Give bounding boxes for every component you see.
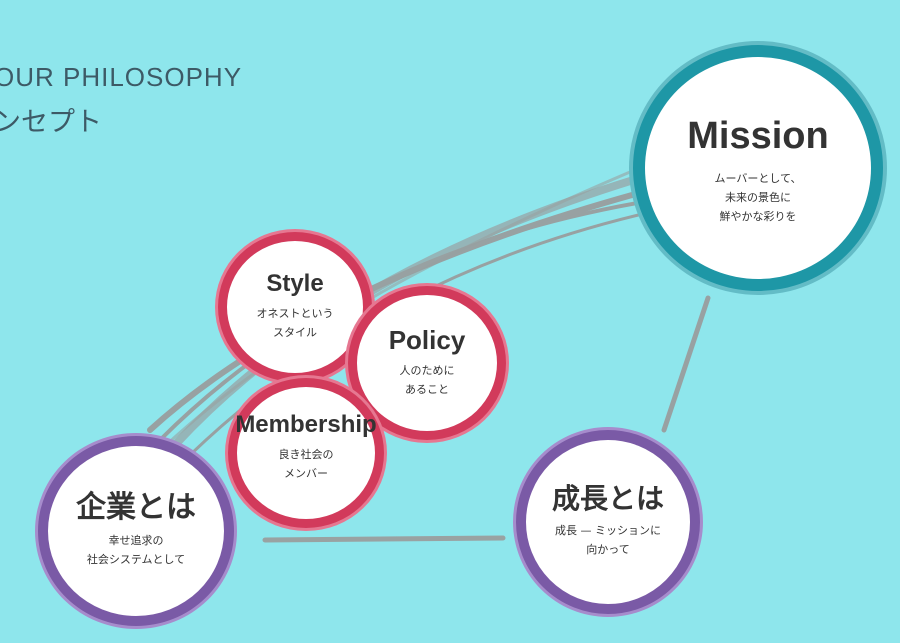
style-line: スタイル — [273, 326, 317, 339]
policy-title: Policy — [388, 325, 466, 355]
concept-heading: ンセプト — [0, 107, 102, 138]
mission-line: 未来の景色に — [724, 190, 791, 204]
company-circle: 企業とは 幸せ追求の 社会システムとして — [38, 436, 234, 626]
company-line: 幸せ追求の — [108, 534, 164, 547]
style-title: Style — [266, 270, 324, 297]
membership-circle: Membership 良き社会の メンバー — [228, 378, 384, 528]
growth-line: 向かって — [586, 543, 630, 556]
company-title: 企業とは — [76, 490, 196, 525]
membership-description: 良き社会の メンバー — [279, 445, 334, 483]
mission-circle: Mission ムーバーとして、 未来の景色に 鮮やかな彩りを — [633, 45, 883, 291]
membership-line: メンバー — [284, 467, 328, 480]
company-growth-line — [262, 535, 506, 543]
style-line: オネストという — [256, 307, 334, 320]
mission-growth-line — [661, 295, 711, 433]
growth-description: 成長 — ミッションに 向かって — [555, 521, 661, 559]
style-circle: Style オネストという スタイル — [218, 232, 372, 382]
membership-line: 良き社会の — [278, 448, 334, 461]
philosophy-heading: OUR PHILOSOPHY — [0, 62, 243, 92]
company-description: 幸せ追求の 社会システムとして — [87, 531, 185, 569]
mission-title: Mission — [687, 114, 829, 157]
growth-circle: 成長とは 成長 — ミッションに 向かって — [516, 430, 700, 614]
membership-title: Membership — [235, 411, 377, 438]
policy-circle: Policy 人のために あること — [348, 286, 506, 440]
policy-description: 人のために あること — [400, 361, 455, 399]
policy-line: あること — [405, 383, 449, 396]
mission-line: ムーバーとして、 — [714, 171, 802, 185]
mission-description: ムーバーとして、 未来の景色に 鮮やかな彩りを — [714, 169, 801, 226]
growth-title: 成長とは — [551, 482, 664, 515]
company-line: 社会システムとして — [86, 553, 186, 566]
policy-line: 人のために — [399, 364, 455, 377]
style-description: オネストという スタイル — [257, 304, 334, 342]
growth-line: 成長 — ミッションに — [555, 524, 661, 537]
mission-line: 鮮やかな彩りを — [719, 209, 797, 223]
